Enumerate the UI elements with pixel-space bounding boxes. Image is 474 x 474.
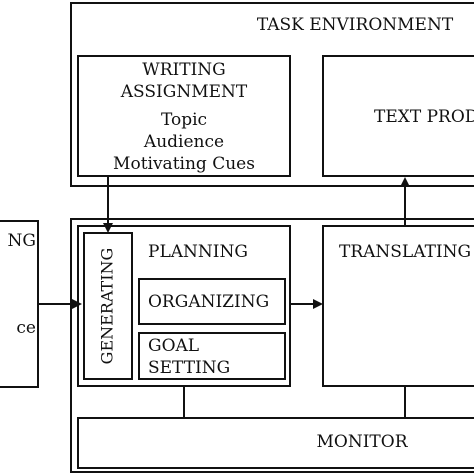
goal-setting-label-line2: SETTING [148, 358, 230, 378]
planning-label: PLANNING [148, 242, 248, 262]
writing-process-box [70, 218, 474, 473]
task-environment-box [70, 2, 474, 187]
organizing-label: ORGANIZING [148, 292, 269, 312]
writing-assignment-title-line2: ASSIGNMENT [120, 82, 248, 102]
monitor-box [77, 417, 474, 469]
long-term-memory-label-bottom: ce [16, 318, 36, 338]
writing-assignment-audience: Audience [143, 132, 224, 152]
task-environment-title: TASK ENVIRONMENT [257, 15, 454, 35]
organizing-box [138, 278, 286, 325]
writing-assignment-topic: Topic [161, 110, 207, 130]
generating-label: GENERATING [98, 248, 117, 365]
translating-label: TRANSLATING [339, 242, 471, 262]
goal-setting-label-line1: GOAL [148, 336, 199, 356]
text-produced-box [322, 55, 474, 177]
monitor-label: MONITOR [316, 432, 408, 452]
goal-setting-box [138, 332, 286, 380]
writing-assignment-motivating-cues: Motivating Cues [113, 154, 255, 174]
text-produced-label: TEXT PROD [374, 107, 474, 127]
writing-assignment-box [77, 55, 291, 177]
generating-box [83, 232, 133, 380]
long-term-memory-label-top: NG [8, 231, 36, 251]
writing-assignment-title-line1: WRITING [142, 60, 226, 80]
